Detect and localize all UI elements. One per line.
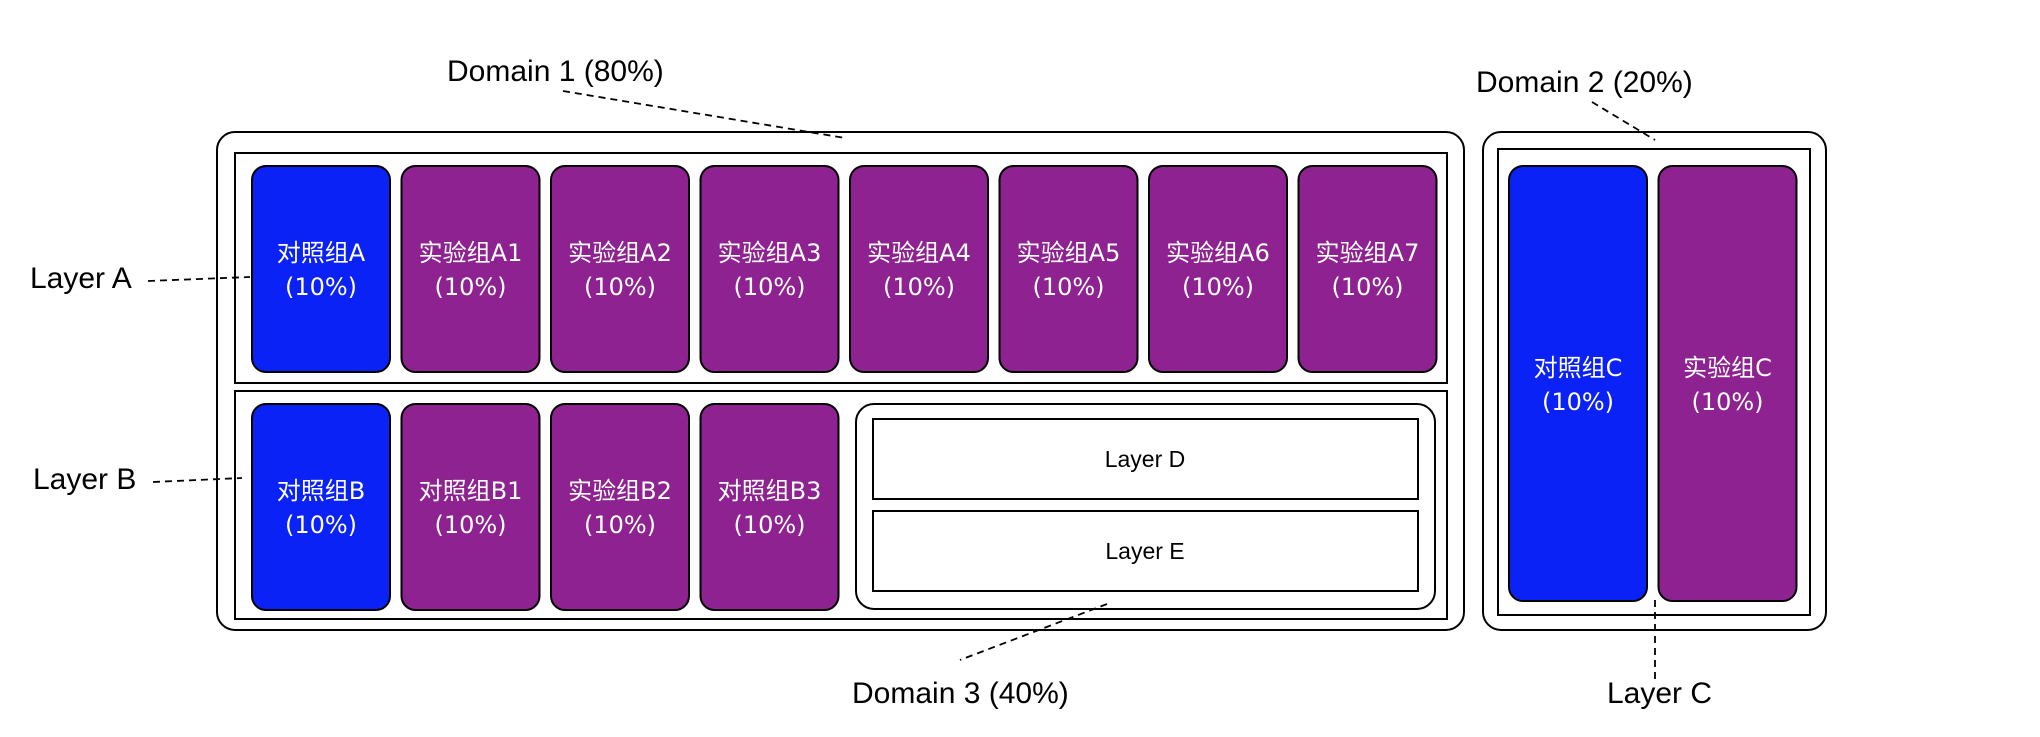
layer-a-group-percent: (10%) — [285, 273, 357, 301]
layer-b-label: Layer B — [33, 463, 136, 496]
layer-c-group-name: 实验组C — [1683, 354, 1772, 382]
layer-b-group-percent: (10%) — [434, 511, 506, 539]
layer-c-group-percent: (10%) — [1691, 388, 1763, 416]
layer-c-group-name: 对照组C — [1534, 354, 1623, 382]
layer-b-group-percent: (10%) — [733, 511, 805, 539]
layer-a-group-box — [699, 165, 840, 373]
layer-d-label: Layer D — [1105, 446, 1186, 472]
domain3-label: Domain 3 (40%) — [852, 677, 1069, 710]
layer-b-leader — [152, 477, 243, 483]
layer-b-group-box — [699, 403, 840, 611]
layer-b-group-name: 对照组B1 — [419, 477, 523, 505]
layer-a-group-cell: 实验组A4 (10%) — [849, 165, 989, 373]
layer-a-group-box — [251, 165, 391, 373]
layer-a-group-percent: (10%) — [733, 273, 805, 301]
layer-c-group-cell: 对照组C (10%) — [1508, 165, 1648, 602]
layer-b-group-percent: (10%) — [584, 511, 656, 539]
domain1-box — [216, 131, 1465, 631]
layer-a-group-name: 实验组A1 — [419, 239, 523, 267]
layer-a-frame — [234, 152, 1448, 384]
layer-c-label: Layer C — [1607, 677, 1712, 710]
layer-a-group-box — [1297, 165, 1438, 373]
layer-a-group-percent: (10%) — [1182, 273, 1254, 301]
layer-b-group-cell: 对照组B (10%) — [251, 403, 391, 611]
layer-a-group-box — [400, 165, 541, 373]
layer-d-box — [872, 418, 1419, 500]
layer-a-group-cell: 实验组A3 (10%) — [699, 165, 840, 373]
layer-a-groups: 对照组A(10%)实验组A1(10%)实验组A2(10%)实验组A3(10%)实… — [251, 165, 1438, 373]
layer-a-group-cell: 实验组A5 (10%) — [998, 165, 1139, 373]
layer-b-group-box — [251, 403, 391, 611]
layer-c-group-percent: (10%) — [1542, 388, 1614, 416]
domain3-box — [855, 403, 1436, 610]
layer-b-group-name: 实验组B2 — [568, 477, 672, 505]
layer-a-group-percent: (10%) — [1331, 273, 1403, 301]
layer-a-group-cell: 实验组A7 (10%) — [1297, 165, 1438, 373]
layer-b-group-cell: 实验组B2 (10%) — [550, 403, 690, 611]
layer-b-group-name: 对照组B — [277, 477, 365, 505]
domain1-label: Domain 1 (80%) — [447, 55, 664, 88]
layer-a-group-box — [998, 165, 1139, 373]
layer-a-group-cell: 实验组A1 (10%) — [400, 165, 541, 373]
layer-a-group-percent: (10%) — [584, 273, 656, 301]
layer-a-group-name: 实验组A5 — [1017, 239, 1121, 267]
layer-c-group-box — [1657, 165, 1798, 602]
domain1-leader — [562, 90, 846, 139]
domain2-label: Domain 2 (20%) — [1476, 66, 1693, 99]
layer-b-group-name: 对照组B3 — [718, 477, 822, 505]
layer-a-group-box — [550, 165, 690, 373]
layer-b-group-percent: (10%) — [285, 511, 357, 539]
layer-c-group-box — [1508, 165, 1648, 602]
layer-c-groups: 对照组C (10%) 实验组C (10%) — [1508, 165, 1798, 602]
layer-e-label: Layer E — [1105, 538, 1184, 564]
layer-a-group-cell: 实验组A6 (10%) — [1148, 165, 1288, 373]
layer-a-group-name: 实验组A2 — [568, 239, 672, 267]
domain3-leader — [959, 603, 1108, 661]
layer-a-leader — [147, 276, 251, 282]
layer-e-box — [872, 510, 1419, 592]
layer-b-group-cell: 对照组B3 (10%) — [699, 403, 840, 611]
domain2-leader — [1591, 101, 1656, 141]
layer-b-group-box — [400, 403, 541, 611]
layer-a-group-box — [1148, 165, 1288, 373]
layer-c-group-cell: 实验组C (10%) — [1657, 165, 1798, 602]
layer-a-group-name: 实验组A4 — [867, 239, 971, 267]
layer-a-group-name: 对照组A — [277, 239, 366, 267]
layer-a-group-cell: 实验组A2 (10%) — [550, 165, 690, 373]
layer-a-label: Layer A — [30, 262, 132, 295]
layer-a-group-percent: (10%) — [883, 273, 955, 301]
layer-b-groups: 对照组B (10%) 对照组B1 (10%) 实验组B2 (10%) 对照组B3 (10%) — [251, 403, 840, 611]
layer-a-group-cell: 对照组A (10%) — [251, 165, 391, 373]
layer-a-group-name: 实验组A6 — [1166, 239, 1270, 267]
layer-a-group-box — [849, 165, 989, 373]
layer-c-frame — [1497, 148, 1811, 616]
layer-a-group-percent: (10%) — [1032, 273, 1104, 301]
layer-a-group-name: 实验组A3 — [718, 239, 822, 267]
layer-b-group-box — [550, 403, 690, 611]
layer-b-group-cell: 对照组B1 (10%) — [400, 403, 541, 611]
layer-b-frame — [234, 390, 1448, 620]
layer-a-group-name: 实验组A7 — [1316, 239, 1420, 267]
layer-a-group-percent: (10%) — [434, 273, 506, 301]
